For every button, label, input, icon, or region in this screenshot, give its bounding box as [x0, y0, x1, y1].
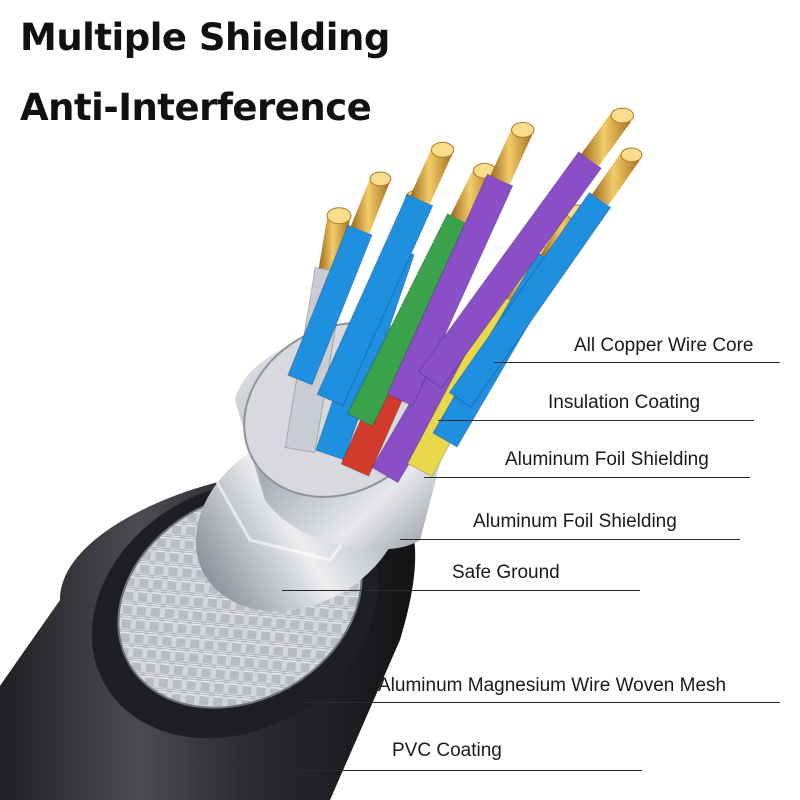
- callout-line-pvc: [292, 770, 642, 771]
- callout-label-pvc: PVC Coating: [392, 740, 502, 761]
- copper-core-end: [430, 141, 455, 158]
- insulated-wire: [417, 151, 603, 389]
- insulated-wire: [386, 173, 514, 407]
- copper-core-end: [326, 207, 352, 225]
- copper-core-end: [511, 121, 535, 138]
- callout-label-foil-2: Aluminum Foil Shielding: [473, 511, 677, 532]
- callout-label-insulation: Insulation Coating: [548, 392, 701, 413]
- callout-label-foil-1: Aluminum Foil Shielding: [505, 449, 709, 470]
- copper-core: [591, 149, 640, 206]
- callout-label-ground: Safe Ground: [452, 562, 560, 583]
- title-line-1: Multiple Shielding: [20, 16, 390, 59]
- copper-core: [350, 175, 390, 234]
- copper-core: [581, 109, 631, 167]
- insulated-wire: [287, 224, 373, 386]
- copper-core-end: [369, 171, 392, 187]
- insulated-wire: [316, 193, 434, 407]
- callout-line-ground: [282, 590, 640, 591]
- insulated-wires: [284, 107, 643, 484]
- copper-core-end: [610, 107, 635, 124]
- callout-line-foil-1: [424, 477, 750, 478]
- callout-label-mesh: Aluminum Magnesium Wire Woven Mesh: [378, 675, 727, 696]
- copper-core: [450, 166, 495, 225]
- callout-label-copper-core: All Copper Wire Core: [574, 335, 754, 356]
- copper-core-end: [620, 147, 643, 163]
- insulated-wire: [448, 191, 612, 409]
- callout-line-insulation: [438, 420, 754, 421]
- callout-line-mesh: [300, 702, 780, 703]
- callout-line-copper-core: [494, 362, 780, 363]
- copper-core: [410, 145, 453, 205]
- copper-core: [490, 125, 533, 185]
- callout-line-foil-2: [400, 539, 740, 540]
- title-line-2: Anti-Interference: [20, 86, 372, 129]
